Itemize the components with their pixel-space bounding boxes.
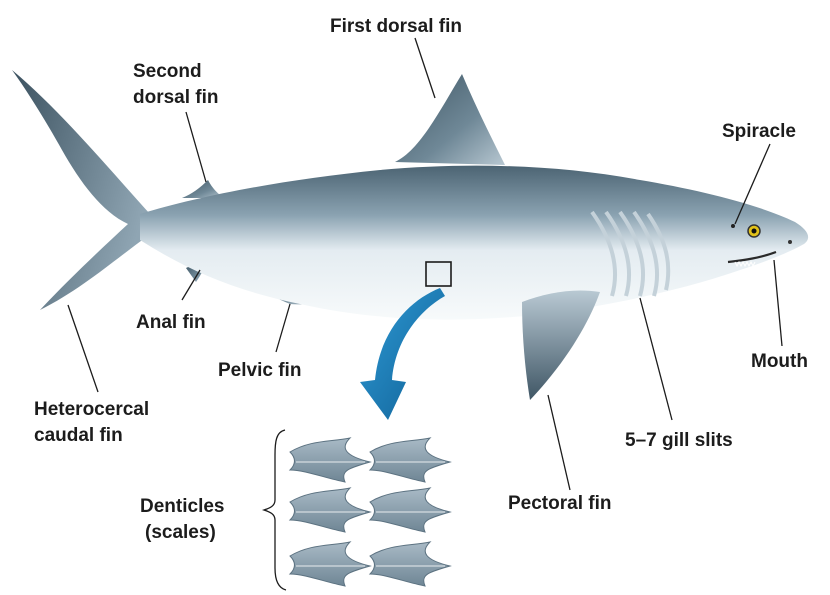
first-dorsal-fin-shape — [395, 74, 505, 165]
label-second-dorsal-fin-line2: dorsal fin — [133, 87, 219, 108]
shark-body-shape — [140, 166, 808, 320]
label-gill-slits: 5–7 gill slits — [625, 430, 733, 451]
spiracle-dot — [731, 224, 735, 228]
pectoral-fin-shape — [522, 290, 600, 400]
label-heterocercal-line2: caudal fin — [34, 425, 123, 446]
caudal-fin-shape — [12, 70, 150, 310]
shark-illustration — [12, 70, 808, 400]
label-denticles-line2: (scales) — [145, 522, 216, 543]
denticles-bracket — [264, 430, 286, 590]
label-second-dorsal-fin-line1: Second — [133, 61, 202, 82]
label-mouth: Mouth — [751, 351, 808, 372]
label-first-dorsal-fin: First dorsal fin — [330, 16, 462, 37]
label-spiracle: Spiracle — [722, 121, 796, 142]
label-heterocercal-line1: Heterocercal — [34, 399, 149, 420]
label-pelvic-fin: Pelvic fin — [218, 360, 301, 381]
label-pectoral-fin: Pectoral fin — [508, 493, 611, 514]
label-denticles-line1: Denticles — [140, 496, 224, 517]
label-anal-fin: Anal fin — [136, 312, 206, 333]
denticles-illustration — [264, 430, 450, 590]
